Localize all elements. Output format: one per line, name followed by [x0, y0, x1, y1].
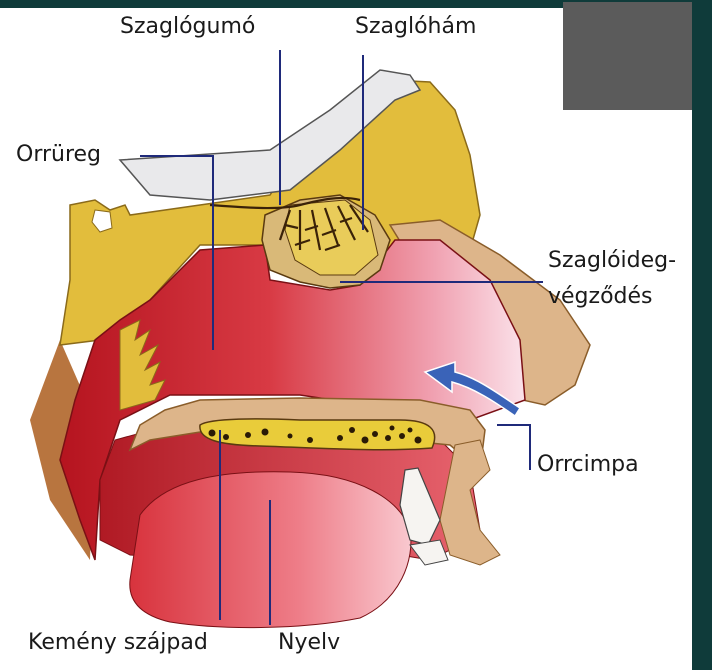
label-tongue: Nyelv — [278, 630, 340, 656]
slide-title-box: S — [563, 2, 712, 110]
label-olfactory-bulb: Szaglógumó — [120, 14, 255, 40]
label-nasal-cavity: Orrüreg — [16, 142, 101, 168]
right-frame-bar — [692, 0, 712, 670]
leader-nostril — [497, 425, 530, 470]
label-nostril: Orrcimpa — [537, 452, 639, 478]
label-nerve-endings-1: Szaglóideg- — [548, 248, 676, 274]
label-nerve-endings-2: végződés — [548, 284, 653, 310]
palate-marrow — [200, 419, 435, 450]
label-olfactory-epithelium: Szaglóhám — [355, 14, 476, 40]
label-hard-palate: Kemény szájpad — [28, 630, 208, 656]
